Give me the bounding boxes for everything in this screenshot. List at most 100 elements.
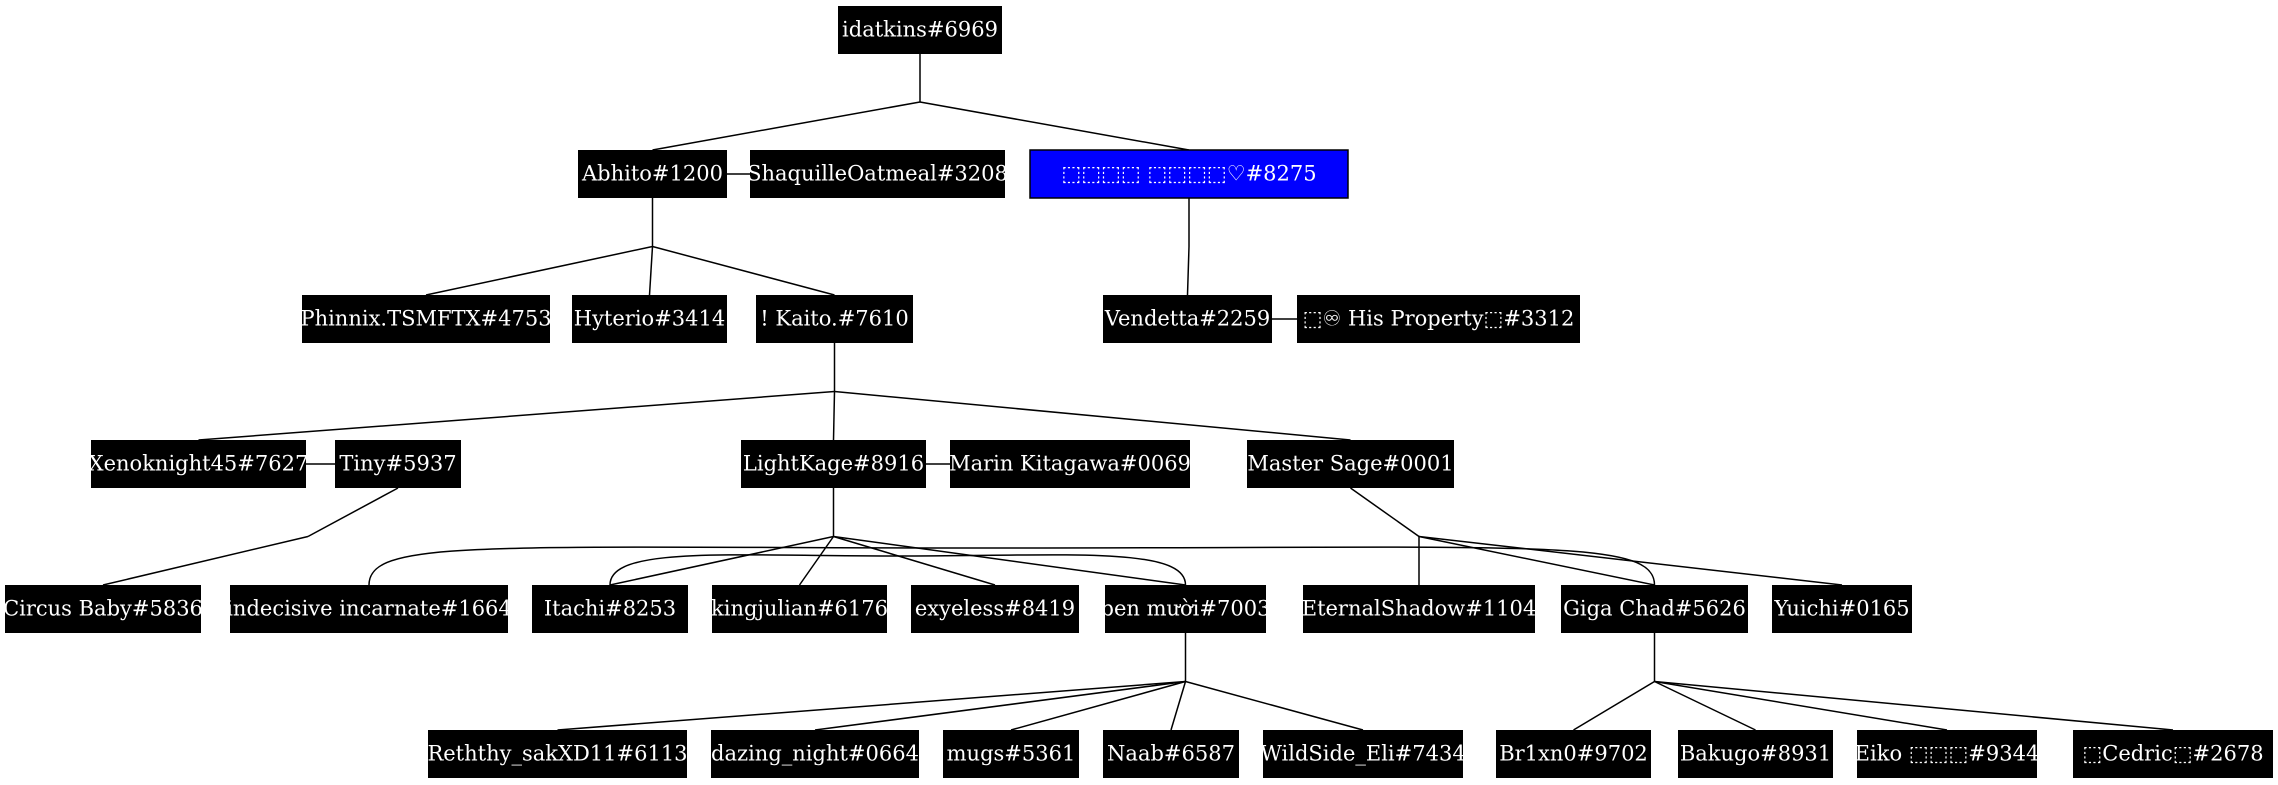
node-label: ben mười#7003 — [1101, 597, 1271, 621]
tree-node: Master Sage#0001 — [1247, 440, 1454, 488]
tree-node: ⬚♾ His Property⬚#3312 — [1297, 295, 1580, 343]
node-box — [5, 585, 201, 633]
child-edge — [557, 680, 1186, 731]
node-box — [1297, 295, 1580, 343]
node-box — [230, 585, 508, 633]
node-label: LightKage#8916 — [743, 452, 924, 476]
node-label: kingjulian#6176 — [711, 597, 888, 621]
node-label: ⬚♾ His Property⬚#3312 — [1303, 307, 1575, 331]
node-label: ⬚⬚⬚⬚ ⬚⬚⬚⬚♡#8275 — [1061, 162, 1316, 186]
tree-node: mugs#5361 — [943, 730, 1079, 778]
child-edge — [1010, 680, 1186, 731]
node-box — [91, 440, 306, 488]
tree-node: WildSide_Eli#7434 — [1260, 730, 1466, 778]
node-box — [1496, 730, 1651, 778]
child-edge — [425, 245, 653, 296]
parent-edge — [307, 487, 399, 538]
node-box — [1678, 730, 1833, 778]
node-label: Bakugo#8931 — [1680, 742, 1831, 766]
cross-link-edge — [609, 554, 1187, 586]
node-box — [1772, 585, 1912, 633]
node-box — [428, 730, 687, 778]
node-label: EternalShadow#1104 — [1302, 597, 1537, 621]
node-box — [943, 730, 1079, 778]
node-label: Naab#6587 — [1107, 742, 1235, 766]
node-label: Vendetta#2259 — [1104, 307, 1271, 331]
tree-node: Bakugo#8931 — [1678, 730, 1833, 778]
node-box — [1103, 730, 1239, 778]
tree-node: exyeless#8419 — [911, 585, 1079, 633]
node-box — [302, 295, 550, 343]
node-label: Br1xn0#9702 — [1499, 742, 1648, 766]
node-label: Itachi#8253 — [544, 597, 676, 621]
node-box — [756, 295, 913, 343]
node-label: Marin Kitagawa#0069 — [949, 452, 1191, 476]
node-label: Giga Chad#5626 — [1563, 597, 1746, 621]
node-label: WildSide_Eli#7434 — [1260, 742, 1465, 766]
node-label: Eiko ⬚⬚⬚#9344 — [1855, 742, 2040, 766]
child-edge — [1418, 535, 1655, 586]
node-box — [1103, 295, 1272, 343]
node-label: indecisive incarnate#1664 — [226, 597, 512, 621]
node-label: Tiny#5937 — [339, 452, 456, 476]
child-edge — [609, 535, 834, 586]
child-edge — [648, 246, 654, 296]
node-label: ⬚Cedric⬚#2678 — [2082, 742, 2263, 766]
node-label: ShaquilleOatmeal#3208 — [747, 162, 1008, 186]
child-edge — [1654, 680, 1948, 731]
tree-node: LightKage#8916 — [741, 440, 926, 488]
tree-node: Abhito#1200 — [578, 150, 727, 198]
child-edge — [1186, 246, 1190, 296]
child-edge — [798, 536, 835, 586]
node-label: mugs#5361 — [947, 742, 1076, 766]
tree-node: Yuichi#0165 — [1772, 585, 1912, 633]
node-label: Xenoknight45#7627 — [89, 452, 309, 476]
tree-node: EternalShadow#1104 — [1302, 585, 1537, 633]
node-box — [1029, 149, 1349, 199]
child-edge — [814, 680, 1186, 731]
tree-node: ⬚⬚⬚⬚ ⬚⬚⬚⬚♡#8275 — [1029, 149, 1349, 199]
child-edge — [652, 101, 921, 151]
child-edge — [1573, 680, 1655, 731]
node-label: Hyterio#3414 — [574, 307, 725, 331]
node-box — [532, 585, 688, 633]
tree-node: Naab#6587 — [1103, 730, 1239, 778]
node-box — [911, 585, 1079, 633]
child-edge — [102, 535, 309, 586]
node-box — [1303, 585, 1535, 633]
node-box — [750, 150, 1005, 198]
node-label: idatkins#6969 — [842, 18, 998, 42]
node-box — [578, 150, 727, 198]
node-label: Yuichi#0165 — [1773, 597, 1909, 621]
node-label: Abhito#1200 — [581, 162, 723, 186]
child-edge — [652, 245, 835, 296]
node-box — [712, 585, 887, 633]
tree-node: Circus Baby#5836 — [3, 585, 203, 633]
tree-node: Reththy_sakXD11#6113 — [427, 730, 688, 778]
tree-node: ⬚Cedric⬚#2678 — [2073, 730, 2273, 778]
tree-edges — [102, 54, 2174, 731]
node-box — [741, 440, 926, 488]
node-label: Phinnix.TSMFTX#4753 — [300, 307, 551, 331]
node-box — [1247, 440, 1454, 488]
node-box — [950, 440, 1190, 488]
cross-link-edge — [368, 546, 1656, 586]
node-label: Master Sage#0001 — [1247, 452, 1453, 476]
child-edge — [833, 535, 1186, 586]
child-edge — [1170, 681, 1187, 731]
child-edge — [1654, 680, 2174, 731]
node-label: Circus Baby#5836 — [3, 597, 203, 621]
node-label: dazing_night#0664 — [711, 742, 919, 766]
tree-node: dazing_night#0664 — [711, 730, 919, 778]
tree-node: Giga Chad#5626 — [1561, 585, 1748, 633]
tree-node: Marin Kitagawa#0069 — [949, 440, 1191, 488]
node-box — [335, 440, 461, 488]
child-edge — [833, 535, 996, 586]
child-edge — [1654, 680, 1756, 731]
node-box — [1263, 730, 1463, 778]
tree-node: indecisive incarnate#1664 — [226, 585, 512, 633]
node-box — [1857, 730, 2037, 778]
tree-node: Eiko ⬚⬚⬚#9344 — [1855, 730, 2040, 778]
